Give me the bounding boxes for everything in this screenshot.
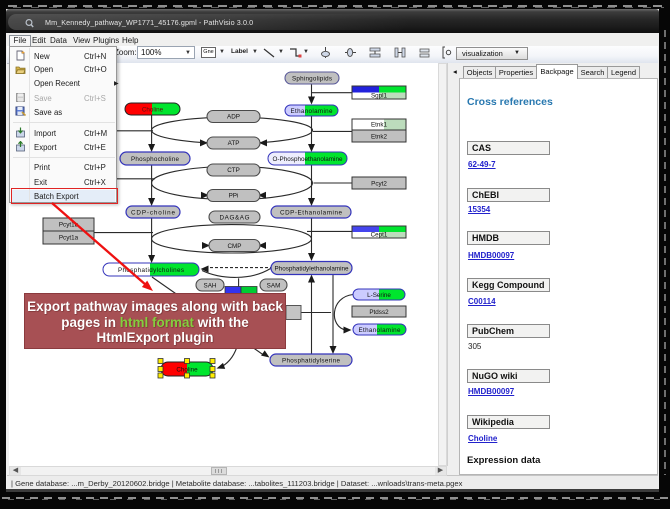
svg-text:SAH: SAH: [204, 283, 217, 290]
svg-text:PPi: PPi: [229, 193, 239, 200]
svg-text:Phosphatidylserine: Phosphatidylserine: [282, 358, 340, 365]
svg-text:ADP: ADP: [227, 114, 240, 121]
svg-text:Ethanolamine: Ethanolamine: [291, 108, 333, 115]
svg-text:Pcyt1b: Pcyt1b: [59, 222, 79, 229]
svg-text:Etnk2: Etnk2: [371, 134, 388, 141]
svg-text:Pcyt2: Pcyt2: [371, 181, 387, 188]
svg-text:Phosphatidylethanolamine: Phosphatidylethanolamine: [275, 266, 349, 273]
svg-text:Phosphatidylcholines: Phosphatidylcholines: [118, 267, 184, 274]
svg-text:Choline: Choline: [176, 367, 198, 374]
svg-text:CDP-choline: CDP-choline: [131, 210, 175, 217]
svg-text:Etnk1: Etnk1: [371, 122, 388, 129]
svg-text:DAG&AG: DAG&AG: [220, 215, 250, 222]
svg-text:ATP: ATP: [228, 140, 240, 147]
svg-text:L-Serine: L-Serine: [367, 292, 391, 299]
svg-text:Choline: Choline: [142, 107, 164, 114]
svg-text:Ethanolamine: Ethanolamine: [359, 327, 401, 334]
svg-text:Cept1: Cept1: [371, 232, 388, 239]
svg-text:SAM: SAM: [267, 283, 281, 290]
svg-text:CDP-Ethanolamine: CDP-Ethanolamine: [280, 210, 342, 217]
svg-text:Pcyt1a: Pcyt1a: [59, 235, 79, 242]
svg-text:Phosphocholine: Phosphocholine: [131, 156, 179, 163]
svg-text:CMP: CMP: [228, 243, 242, 250]
svg-text:Sphingolipids: Sphingolipids: [292, 76, 332, 83]
svg-text:Ptdss2: Ptdss2: [369, 309, 389, 316]
svg-text:O-Phosphoethanolamine: O-Phosphoethanolamine: [273, 156, 343, 163]
svg-text:CTP: CTP: [227, 167, 240, 174]
svg-text:Sgpl1: Sgpl1: [371, 93, 388, 100]
